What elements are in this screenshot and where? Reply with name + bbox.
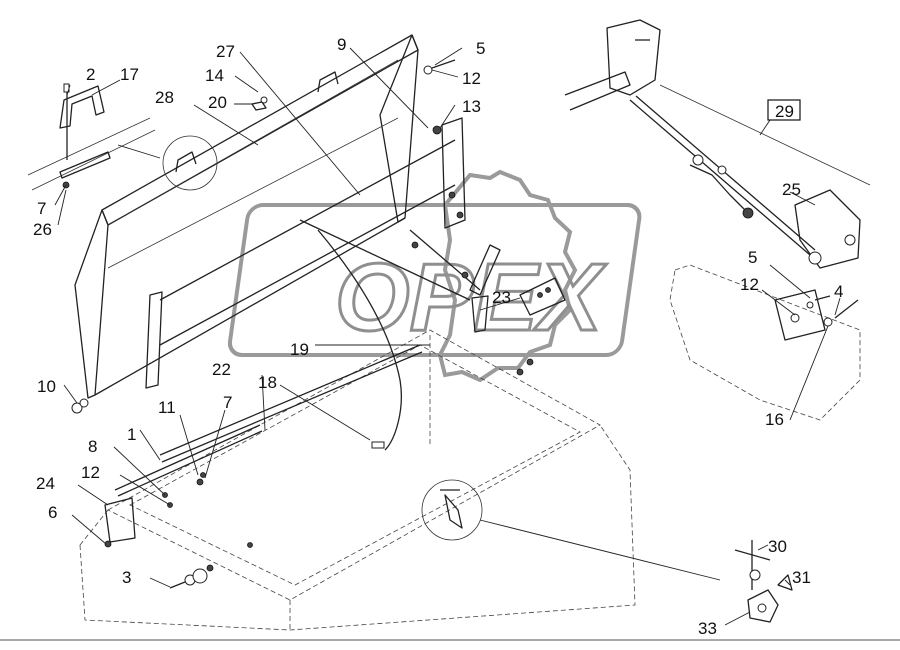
label-20: 20 <box>208 93 227 112</box>
lock-mechanism <box>564 19 871 421</box>
bracket-23 <box>471 295 489 333</box>
lid-support-bar-lower <box>159 184 456 346</box>
label-14: 14 <box>205 66 224 85</box>
nut-13 <box>432 125 442 135</box>
strip-18 <box>114 424 261 491</box>
label-5-right: 5 <box>748 248 757 267</box>
label-8: 8 <box>88 437 97 456</box>
label-5: 5 <box>476 39 485 58</box>
label-10: 10 <box>37 377 56 396</box>
leader-lines <box>54 47 841 626</box>
label-3: 3 <box>122 568 131 587</box>
hinge-24 <box>104 497 136 543</box>
lid-assembly <box>74 34 466 399</box>
lid-right-side <box>379 34 419 223</box>
watermark-logo: OPEX <box>227 169 642 383</box>
lid-top-edge <box>101 34 419 226</box>
watermark-text: OPEX <box>335 244 607 351</box>
handle-plate <box>59 151 111 179</box>
label-28: 28 <box>155 88 174 107</box>
label-17: 17 <box>120 65 139 84</box>
gas-strut-linkage <box>299 219 566 451</box>
label-1: 1 <box>127 425 136 444</box>
shaft <box>564 71 631 111</box>
group-label-box <box>767 99 801 121</box>
group-label-29: 29 <box>775 102 794 121</box>
label-25: 25 <box>782 180 801 199</box>
watermark-gear <box>437 169 578 383</box>
bracket-25 <box>794 189 861 269</box>
label-31: 31 <box>792 568 811 587</box>
latch-33 <box>747 589 779 623</box>
lid-support-bar-upper <box>159 139 456 301</box>
label-12: 12 <box>462 69 481 88</box>
hardware-top <box>251 59 464 219</box>
watermark-frame <box>227 203 642 357</box>
label-27: 27 <box>216 42 235 61</box>
label-2: 2 <box>86 65 95 84</box>
mount-bracket <box>606 19 661 96</box>
part-labels: 2 17 28 27 14 20 9 5 12 13 7 26 10 19 23… <box>33 35 843 638</box>
label-12-left: 12 <box>81 463 100 482</box>
box-top-opening <box>107 329 601 601</box>
rail-22 <box>159 344 421 456</box>
label-22: 22 <box>212 360 231 379</box>
label-11: 11 <box>158 398 176 417</box>
label-26: 26 <box>33 220 52 239</box>
clamp-23 <box>519 277 566 316</box>
label-23: 23 <box>492 288 511 307</box>
spring <box>689 164 746 211</box>
handle-17 <box>59 85 105 129</box>
right-hinge-plate <box>441 117 466 229</box>
link-rod <box>629 99 811 256</box>
label-30: 30 <box>768 537 787 556</box>
latch-detail <box>734 540 793 623</box>
part-20 <box>251 101 267 111</box>
label-9: 9 <box>337 35 346 54</box>
label-18: 18 <box>258 373 277 392</box>
lid-hinge-bracket <box>145 291 163 389</box>
panel-outline <box>669 264 861 421</box>
lid-handle <box>317 71 339 93</box>
spring-31 <box>777 574 793 591</box>
label-33: 33 <box>698 619 717 638</box>
cable-19 <box>317 229 402 451</box>
label-13: 13 <box>462 97 481 116</box>
handle-detail <box>27 83 161 191</box>
label-4: 4 <box>834 282 843 301</box>
detail-circle-latch <box>421 479 483 541</box>
label-24: 24 <box>36 474 55 493</box>
plate-16 <box>774 289 826 341</box>
box-outline <box>79 424 636 631</box>
label-7-left: 7 <box>37 199 46 218</box>
box-body <box>71 329 721 631</box>
label-19: 19 <box>290 340 309 359</box>
label-7-center: 7 <box>223 393 232 412</box>
washer-12-top <box>423 65 433 75</box>
detail-circle-handle <box>162 135 218 191</box>
label-6: 6 <box>48 503 57 522</box>
label-16: 16 <box>765 410 784 429</box>
label-12-right: 12 <box>740 275 759 294</box>
lid-left-side <box>74 209 109 399</box>
